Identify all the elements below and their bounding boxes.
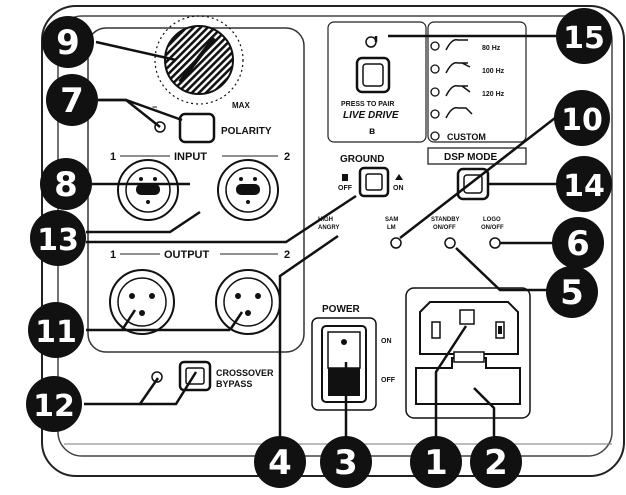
pair-label-line1: PRESS TO PAIR xyxy=(341,101,394,108)
crossover-label-line2: BYPASS xyxy=(216,379,252,389)
power-label: POWER xyxy=(322,304,361,315)
crossover-bypass-switch[interactable]: CROSSOVER BYPASS xyxy=(151,360,274,392)
callout-2: 2 xyxy=(470,436,522,488)
callout-1: 1 xyxy=(410,436,462,488)
ground-switch[interactable]: GROUND OFF ON xyxy=(338,154,404,198)
polarity-switch[interactable]: − POLARITY xyxy=(152,102,272,144)
ground-label: GROUND xyxy=(340,154,384,165)
input-label: INPUT xyxy=(174,151,207,163)
callout-3-number: 3 xyxy=(334,443,358,483)
output-xlr-jack-2[interactable] xyxy=(215,269,281,335)
callout-6-number: 6 xyxy=(566,224,590,264)
callout-15: 15 xyxy=(556,8,612,64)
standby-label-line2: ON/OFF xyxy=(433,225,456,231)
logo-label-line2: ON/OFF xyxy=(481,225,504,231)
dsp-option-120: 120 Hz xyxy=(430,84,505,98)
callout-10-number: 10 xyxy=(561,103,603,138)
ground-on-label: ON xyxy=(393,185,404,192)
power-switch[interactable]: POWER ON OFF xyxy=(311,304,396,411)
callout-10: 10 xyxy=(554,90,610,146)
callout-12-number: 12 xyxy=(33,389,75,424)
input-combo-jack-2[interactable] xyxy=(217,159,279,221)
high-angry-indicator: HIGH ANGRY xyxy=(318,217,339,231)
high-label-line1: HIGH xyxy=(318,217,333,223)
callout-2-number: 2 xyxy=(484,443,508,483)
power-on-label: ON xyxy=(381,338,392,345)
output-ch1-label: 1 xyxy=(110,249,116,261)
iec-power-inlet[interactable] xyxy=(405,287,531,419)
callout-5: 5 xyxy=(546,266,598,318)
callout-13: 13 xyxy=(30,210,86,266)
polarity-label: POLARITY xyxy=(221,126,272,137)
signal-limit-indicator: SAM LM xyxy=(385,217,402,249)
leader-lines xyxy=(84,34,558,438)
input-combo-jack-1[interactable] xyxy=(117,159,179,221)
output-label: OUTPUT xyxy=(164,249,210,261)
sam-label-line1: SAM xyxy=(385,217,398,223)
callout-1-number: 1 xyxy=(424,443,448,483)
ground-off-label: OFF xyxy=(338,185,353,192)
dsp-option-80-label: 80 Hz xyxy=(482,45,501,52)
dsp-option-custom-label: CUSTOM xyxy=(447,132,486,142)
callout-13-number: 13 xyxy=(37,223,79,258)
dsp-option-120-label: 120 Hz xyxy=(482,91,505,98)
callout-6: 6 xyxy=(552,217,604,269)
dsp-option-custom: CUSTOM xyxy=(430,131,486,142)
callout-14-number: 14 xyxy=(563,169,605,204)
callout-9-number: 9 xyxy=(56,23,80,63)
callout-3: 3 xyxy=(320,436,372,488)
callout-7: 7 xyxy=(46,74,98,126)
callout-11-number: 11 xyxy=(35,315,77,350)
callout-7-number: 7 xyxy=(60,81,84,121)
input-ch1-label: 1 xyxy=(110,151,116,163)
sam-label-line2: LM xyxy=(387,225,396,231)
dsp-option-4 xyxy=(430,106,473,119)
dsp-option-100: 100 Hz xyxy=(430,61,505,75)
logo-label-line1: LOGO xyxy=(483,217,501,223)
callout-5-number: 5 xyxy=(560,273,584,313)
callout-14: 14 xyxy=(556,156,612,212)
callout-11: 11 xyxy=(28,302,84,358)
dsp-mode-label: DSP MODE xyxy=(444,152,497,163)
input-section: INPUT 1 2 xyxy=(110,151,290,163)
callout-9: 9 xyxy=(42,16,94,68)
pair-label-line2: LIVE DRIVE xyxy=(343,110,399,121)
live-drive-panel xyxy=(327,21,427,143)
standby-label-line1: STANDBY xyxy=(431,217,460,223)
callout-8: 8 xyxy=(40,158,92,210)
callout-8-number: 8 xyxy=(54,165,78,205)
max-label: MAX xyxy=(232,101,250,110)
output-ch2-label: 2 xyxy=(284,249,290,261)
pair-button[interactable] xyxy=(355,56,391,94)
callout-15-number: 15 xyxy=(563,21,605,56)
crossover-label-line1: CROSSOVER xyxy=(216,368,274,378)
bluetooth-icon: ʙ xyxy=(369,126,375,137)
volume-knob[interactable]: MAX xyxy=(154,15,250,110)
high-label-line2: ANGRY xyxy=(318,225,339,231)
fuse-drawer[interactable] xyxy=(415,351,521,405)
output-section: OUTPUT 1 2 xyxy=(110,249,290,261)
dsp-option-80: 80 Hz xyxy=(430,38,501,52)
standby-switch[interactable]: STANDBY ON/OFF xyxy=(431,217,460,249)
dsp-option-100-label: 100 Hz xyxy=(482,68,505,75)
dsp-mode-panel: DSP MODE xyxy=(427,21,527,165)
polarity-minus: − xyxy=(152,102,157,112)
callout-4-number: 4 xyxy=(268,443,292,483)
output-xlr-jack-1[interactable] xyxy=(109,269,175,335)
power-off-label: OFF xyxy=(381,377,396,384)
callout-4: 4 xyxy=(254,436,306,488)
callout-12: 12 xyxy=(26,376,82,432)
input-ch2-label: 2 xyxy=(284,151,290,163)
